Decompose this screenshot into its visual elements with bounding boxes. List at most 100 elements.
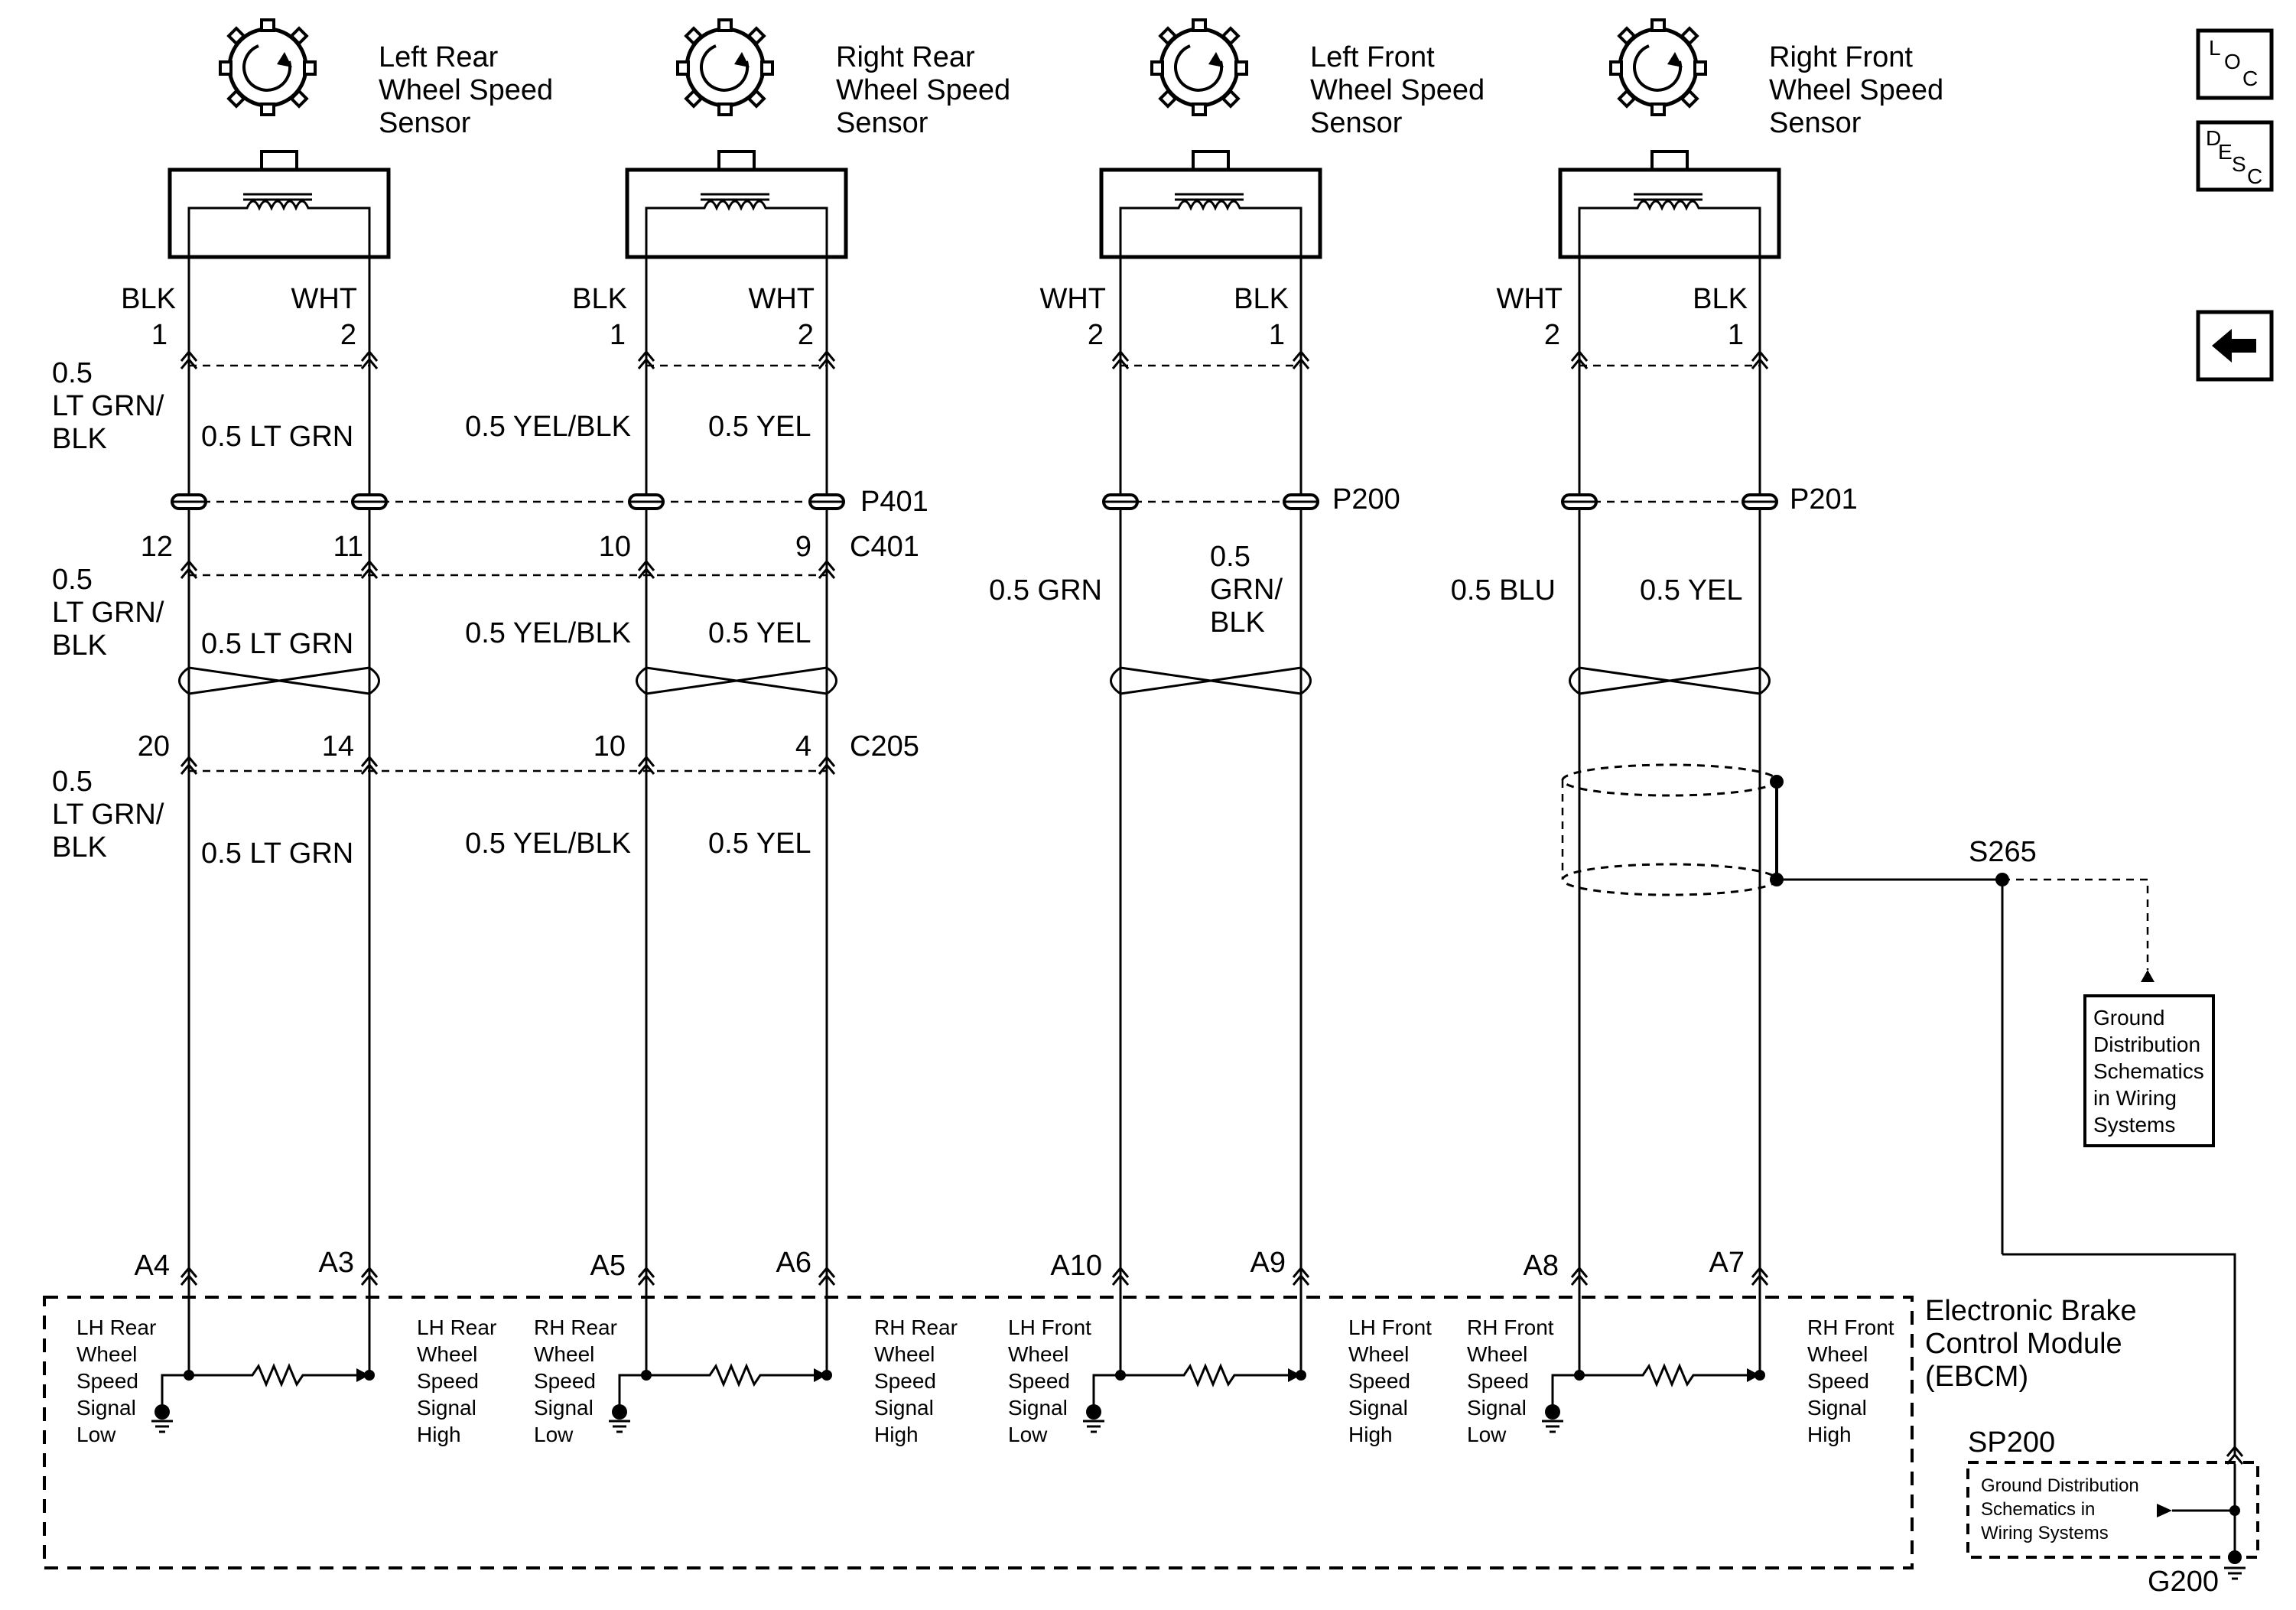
description-button[interactable]: D E S C	[2196, 120, 2274, 192]
ebcm-pin-label: A8	[1524, 1250, 1559, 1282]
circuit-label: Speed	[1807, 1369, 1869, 1393]
circuit-label: RH Rear	[874, 1316, 958, 1339]
ground-reference-box[interactable]: Ground Distribution Schematics in Wiring…	[2083, 994, 2215, 1147]
sensor-name-line: Wheel Speed	[379, 74, 553, 106]
circuit-label: Signal	[417, 1396, 476, 1420]
coil-icon	[1578, 193, 1761, 257]
pin-number: 20	[138, 730, 170, 763]
circuit-label: Signal	[76, 1396, 136, 1420]
wire-color-label: 0.5 BLU	[1451, 574, 1556, 607]
sensor-stem	[717, 150, 756, 171]
arrow-right-icon	[2157, 1504, 2172, 1517]
circuit-label: Speed	[1008, 1369, 1070, 1393]
pin-color: WHT	[1496, 283, 1563, 315]
sensor-right-rear: Right Rear Wheel Speed Sensor BLK 1 WHT …	[572, 18, 1010, 351]
connector-label: P401	[860, 486, 928, 518]
wire-color-label: 0.5 YEL/BLK	[465, 828, 631, 860]
sensor-body	[1099, 168, 1322, 259]
sensor-name-line: Sensor	[1310, 107, 1403, 139]
connector-c401: 12 11 10 9 C401	[141, 531, 919, 579]
pin-color: BLK	[121, 283, 176, 315]
ebcm-pin-label: A6	[776, 1247, 811, 1279]
circuit-label: Speed	[76, 1369, 138, 1393]
wire-color-label: GRN/	[1210, 574, 1283, 606]
sensor-name-line: Wheel Speed	[1310, 74, 1485, 106]
ebcm-pin-label: A4	[135, 1250, 170, 1282]
ebcm-title-line: Electronic Brake	[1925, 1295, 2137, 1327]
pin-number: 2	[340, 319, 356, 351]
arrow-left-icon	[2212, 329, 2256, 363]
cable-shield: S265	[1561, 763, 2236, 1456]
pin-number: 10	[594, 730, 626, 763]
pin-number: 11	[333, 531, 363, 563]
ground-icon	[609, 1420, 630, 1433]
pin-color: WHT	[291, 283, 357, 315]
nav-letter: O	[2224, 50, 2241, 73]
wheel-speed-sensor-icon	[219, 18, 317, 116]
pin-number: 1	[610, 319, 626, 351]
back-button[interactable]	[2196, 310, 2274, 382]
wire-color-label: LT GRN/	[52, 798, 164, 831]
circuit-label: RH Rear	[534, 1316, 617, 1339]
sensor-name-line: Left Front	[1310, 41, 1435, 73]
ebcm-pin-label: A5	[590, 1250, 626, 1282]
coil-icon	[1119, 193, 1302, 257]
ebcm-circuit-lf: LH Front Wheel Speed Signal Low LH Front…	[1008, 1297, 1432, 1446]
ref-box-line: Systems	[2093, 1113, 2175, 1137]
rear-segment-3-labels: 0.5 LT GRN/ BLK 0.5 LT GRN 0.5 YEL/BLK 0…	[52, 766, 811, 870]
pin-color: BLK	[572, 283, 627, 315]
circuit-label: Signal	[1348, 1396, 1408, 1420]
ref-box-line: Schematics	[2093, 1059, 2204, 1083]
ebcm-pin-label: A7	[1709, 1247, 1745, 1279]
wire-color-label: 0.5 YEL	[708, 411, 811, 443]
wire-color-label: 0.5 LT GRN	[201, 838, 353, 870]
wire-color-label: BLK	[52, 629, 107, 662]
ebcm-circuit-rr: RH Rear Wheel Speed Signal Low RH Rear W…	[534, 1297, 958, 1446]
circuit-label: Signal	[534, 1396, 594, 1420]
pin-color: WHT	[748, 283, 815, 315]
ref-box-line: in Wiring	[2093, 1086, 2177, 1110]
ground-icon	[2224, 1566, 2246, 1580]
ground-label: G200	[2148, 1566, 2219, 1598]
sensor-stem	[1650, 150, 1689, 171]
sensor-name-line: Right Rear	[836, 41, 975, 73]
ebcm-title-line: (EBCM)	[1925, 1361, 2028, 1393]
ground-reference-link[interactable]: Ground Distribution Schematics in Wiring…	[1981, 1475, 2139, 1543]
sensor-stem	[260, 150, 298, 171]
circuit-label: Wheel	[1348, 1342, 1409, 1366]
inline-connector-icon	[171, 493, 1778, 510]
circuit-label: LH Rear	[76, 1316, 156, 1339]
circuit-label: Speed	[1467, 1369, 1529, 1393]
pin-number: 2	[798, 319, 814, 351]
wire-color-label: 0.5 GRN	[989, 574, 1102, 607]
sensor-name-line: Sensor	[1769, 107, 1862, 139]
connector-label: P200	[1332, 483, 1400, 516]
wire-runs	[187, 257, 1761, 1297]
sensor-name-line: Left Rear	[379, 41, 499, 73]
wire-color-label: 0.5 YEL	[1640, 574, 1743, 607]
pin-number: 10	[599, 531, 631, 563]
twisted-pair-icon	[1110, 666, 1312, 695]
circuit-label: Wheel	[76, 1342, 137, 1366]
ref-box-line: Ground	[2093, 1006, 2164, 1029]
circuit-label: LH Rear	[417, 1316, 496, 1339]
circuit-label: Wheel	[1467, 1342, 1527, 1366]
wire-color-label: 0.5 YEL/BLK	[465, 617, 631, 649]
sensor-connector-row	[180, 350, 1769, 369]
sensor-left-front: Left Front Wheel Speed Sensor WHT 2 BLK …	[1039, 18, 1485, 351]
sensor-name-line: Right Front	[1769, 41, 1913, 73]
circuit-label: Wheel	[1807, 1342, 1868, 1366]
sp200-box-line: Ground Distribution	[1981, 1475, 2139, 1496]
wire-color-label: 0.5	[1210, 541, 1250, 573]
sp200-box-line: Wiring Systems	[1981, 1523, 2109, 1543]
circuit-label: Signal	[1467, 1396, 1527, 1420]
nav-letter: C	[2247, 164, 2262, 188]
location-button[interactable]: L O C	[2196, 28, 2274, 100]
nav-letter: C	[2242, 67, 2258, 90]
pin-number: 4	[795, 730, 811, 763]
pin-number: 2	[1544, 319, 1560, 351]
wire-color-label: 0.5 YEL	[708, 828, 811, 860]
nav-letter: L	[2209, 36, 2221, 60]
coil-icon	[187, 193, 371, 257]
